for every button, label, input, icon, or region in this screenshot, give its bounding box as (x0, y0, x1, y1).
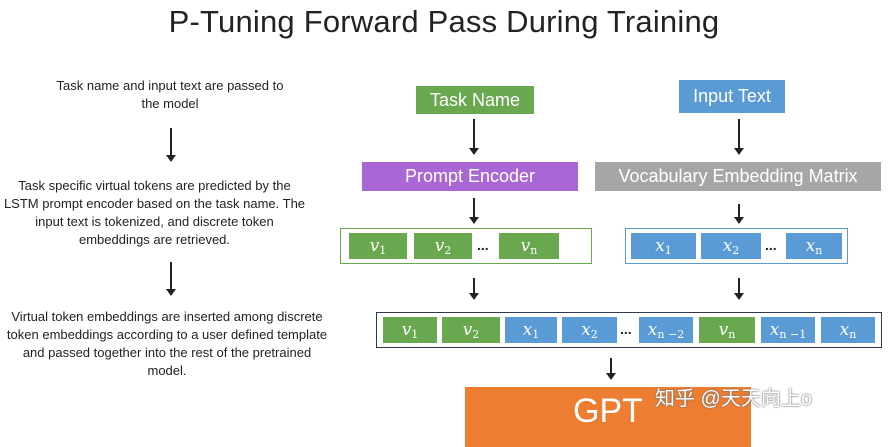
input-to-combined-arrow (733, 278, 745, 300)
prompt-encoder-box: Prompt Encoder (362, 162, 578, 191)
virtual-to-combined-arrow (468, 278, 480, 300)
vocabulary-embedding-matrix-box: Vocabulary Embedding Matrix (595, 162, 881, 191)
step-1-arrow (165, 128, 177, 162)
watermark: 知乎 @天天向上o (655, 388, 812, 410)
step-2-text: Task specific virtual tokens are predict… (3, 178, 306, 247)
combined-to-gpt-arrow (605, 358, 617, 380)
step-3-text: Virtual token embeddings are inserted am… (6, 309, 328, 378)
step-2-arrow (165, 262, 177, 296)
diagram-title: P-Tuning Forward Pass During Training (168, 4, 720, 39)
encoder-to-virtual-arrow (468, 198, 480, 224)
ellipsis: ... (620, 321, 632, 337)
vocab-to-input-arrow (733, 204, 745, 224)
input-text-box: Input Text (679, 80, 785, 113)
ellipsis: ... (765, 237, 777, 253)
task-name-box: Task Name (416, 86, 534, 114)
step-1-text: Task name and input text are passed to t… (56, 78, 284, 111)
task-to-encoder-arrow (468, 119, 480, 155)
input-to-vocab-arrow (733, 119, 745, 155)
ellipsis: ... (477, 237, 489, 253)
